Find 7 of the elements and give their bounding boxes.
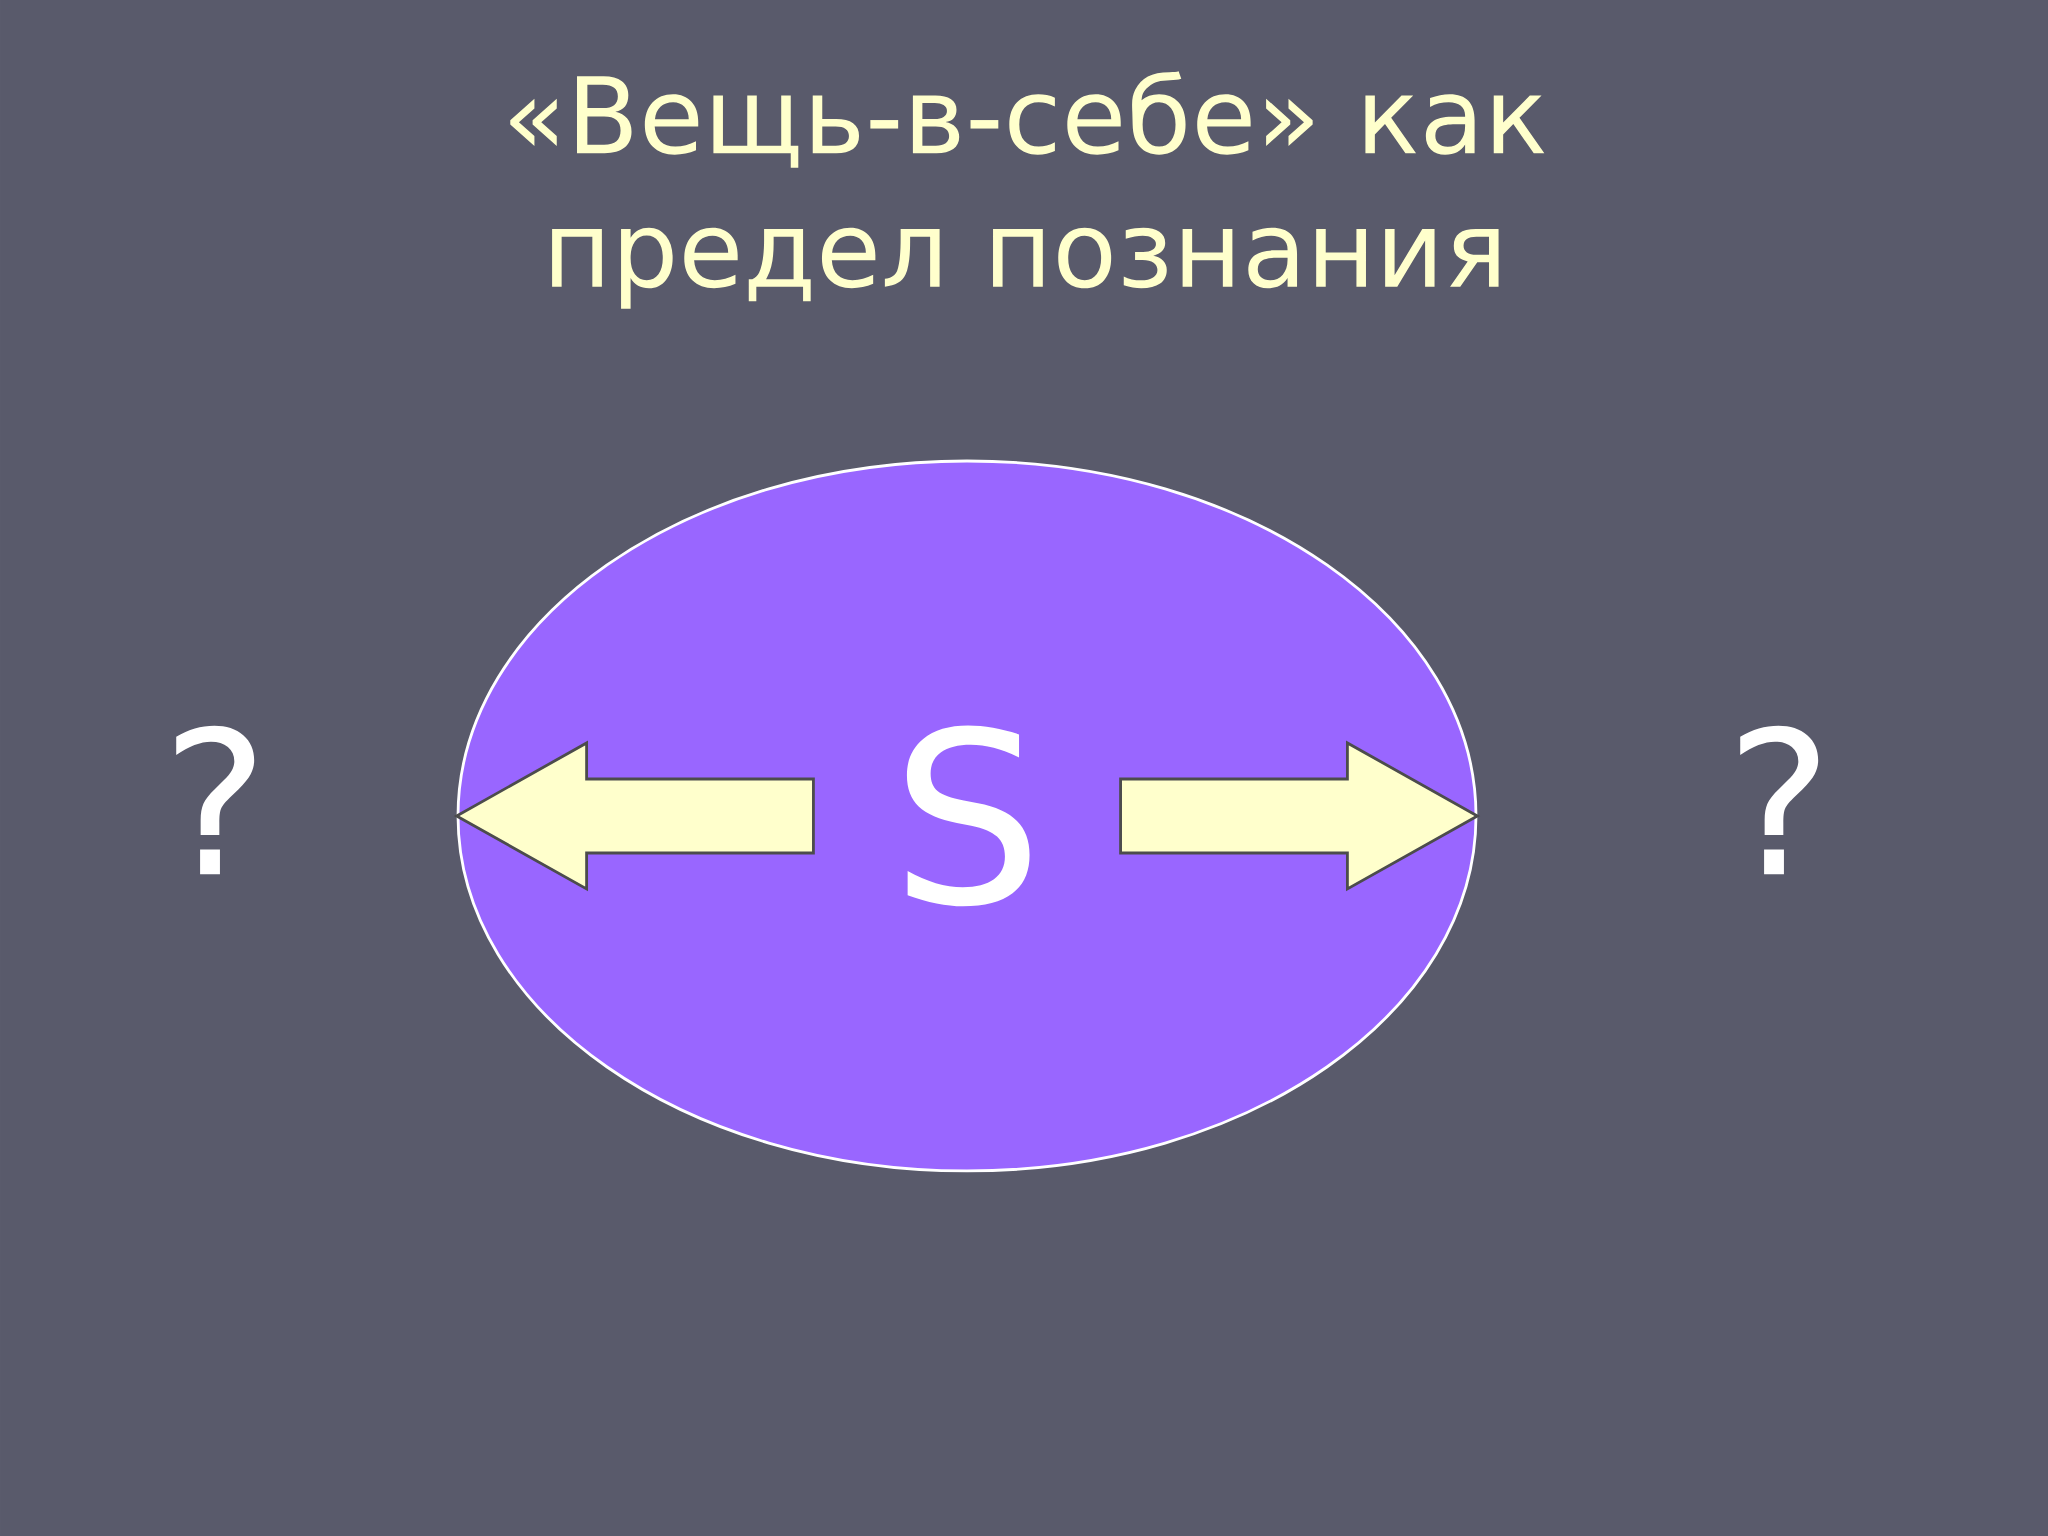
question-mark: ? xyxy=(1740,725,1819,875)
ellipse-shape xyxy=(456,459,1478,1173)
question-mark: ? xyxy=(176,725,255,875)
block-arrow xyxy=(453,740,815,892)
block-arrow xyxy=(1119,740,1481,892)
letter-label: S xyxy=(906,725,1030,907)
slide-title: «Вещь-в-себе» как предел познания xyxy=(510,71,1545,309)
